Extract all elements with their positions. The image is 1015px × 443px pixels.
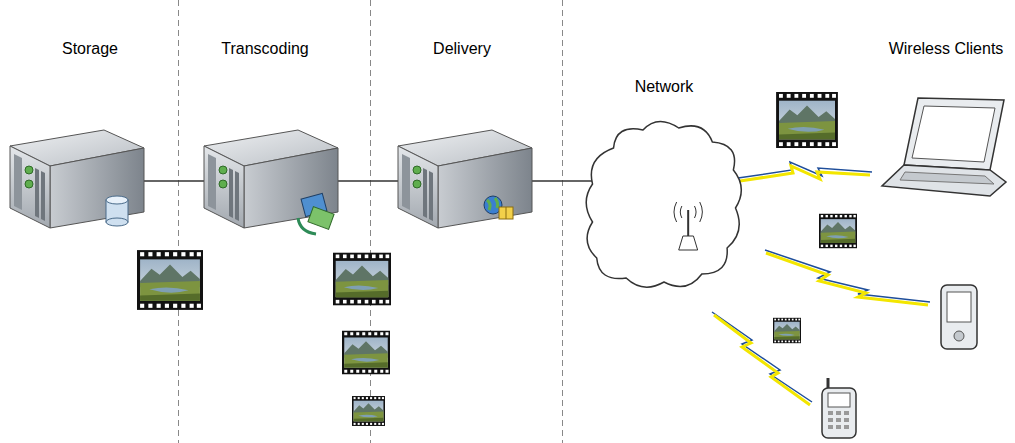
pda-icon xyxy=(941,285,977,349)
video-thumbnail xyxy=(333,253,391,306)
disk-icon xyxy=(106,196,128,226)
laptop-icon xyxy=(882,98,1006,196)
video-thumbnail xyxy=(137,250,203,310)
globe-icon xyxy=(484,196,513,219)
cloud-shape xyxy=(582,118,746,294)
video-thumbnail xyxy=(352,396,385,426)
video-thumbnail xyxy=(342,331,390,375)
column-heading: Delivery xyxy=(433,40,491,58)
column-heading: Transcoding xyxy=(221,40,308,58)
column-separator xyxy=(179,0,563,443)
phone-icon xyxy=(822,378,856,438)
network-cloud: Network xyxy=(582,78,746,294)
column-heading: Wireless Clients xyxy=(889,40,1004,58)
video-thumbnail xyxy=(819,214,857,248)
video-thumbnail xyxy=(773,318,801,343)
transcode-icon xyxy=(298,193,334,234)
wireless-link xyxy=(712,162,930,405)
storage-server xyxy=(10,130,144,228)
delivery-server xyxy=(398,130,532,228)
cloud-label: Network xyxy=(582,78,746,96)
column-heading: Storage xyxy=(62,40,118,58)
access-point-icon xyxy=(674,202,702,250)
video-thumbnail xyxy=(776,92,838,148)
